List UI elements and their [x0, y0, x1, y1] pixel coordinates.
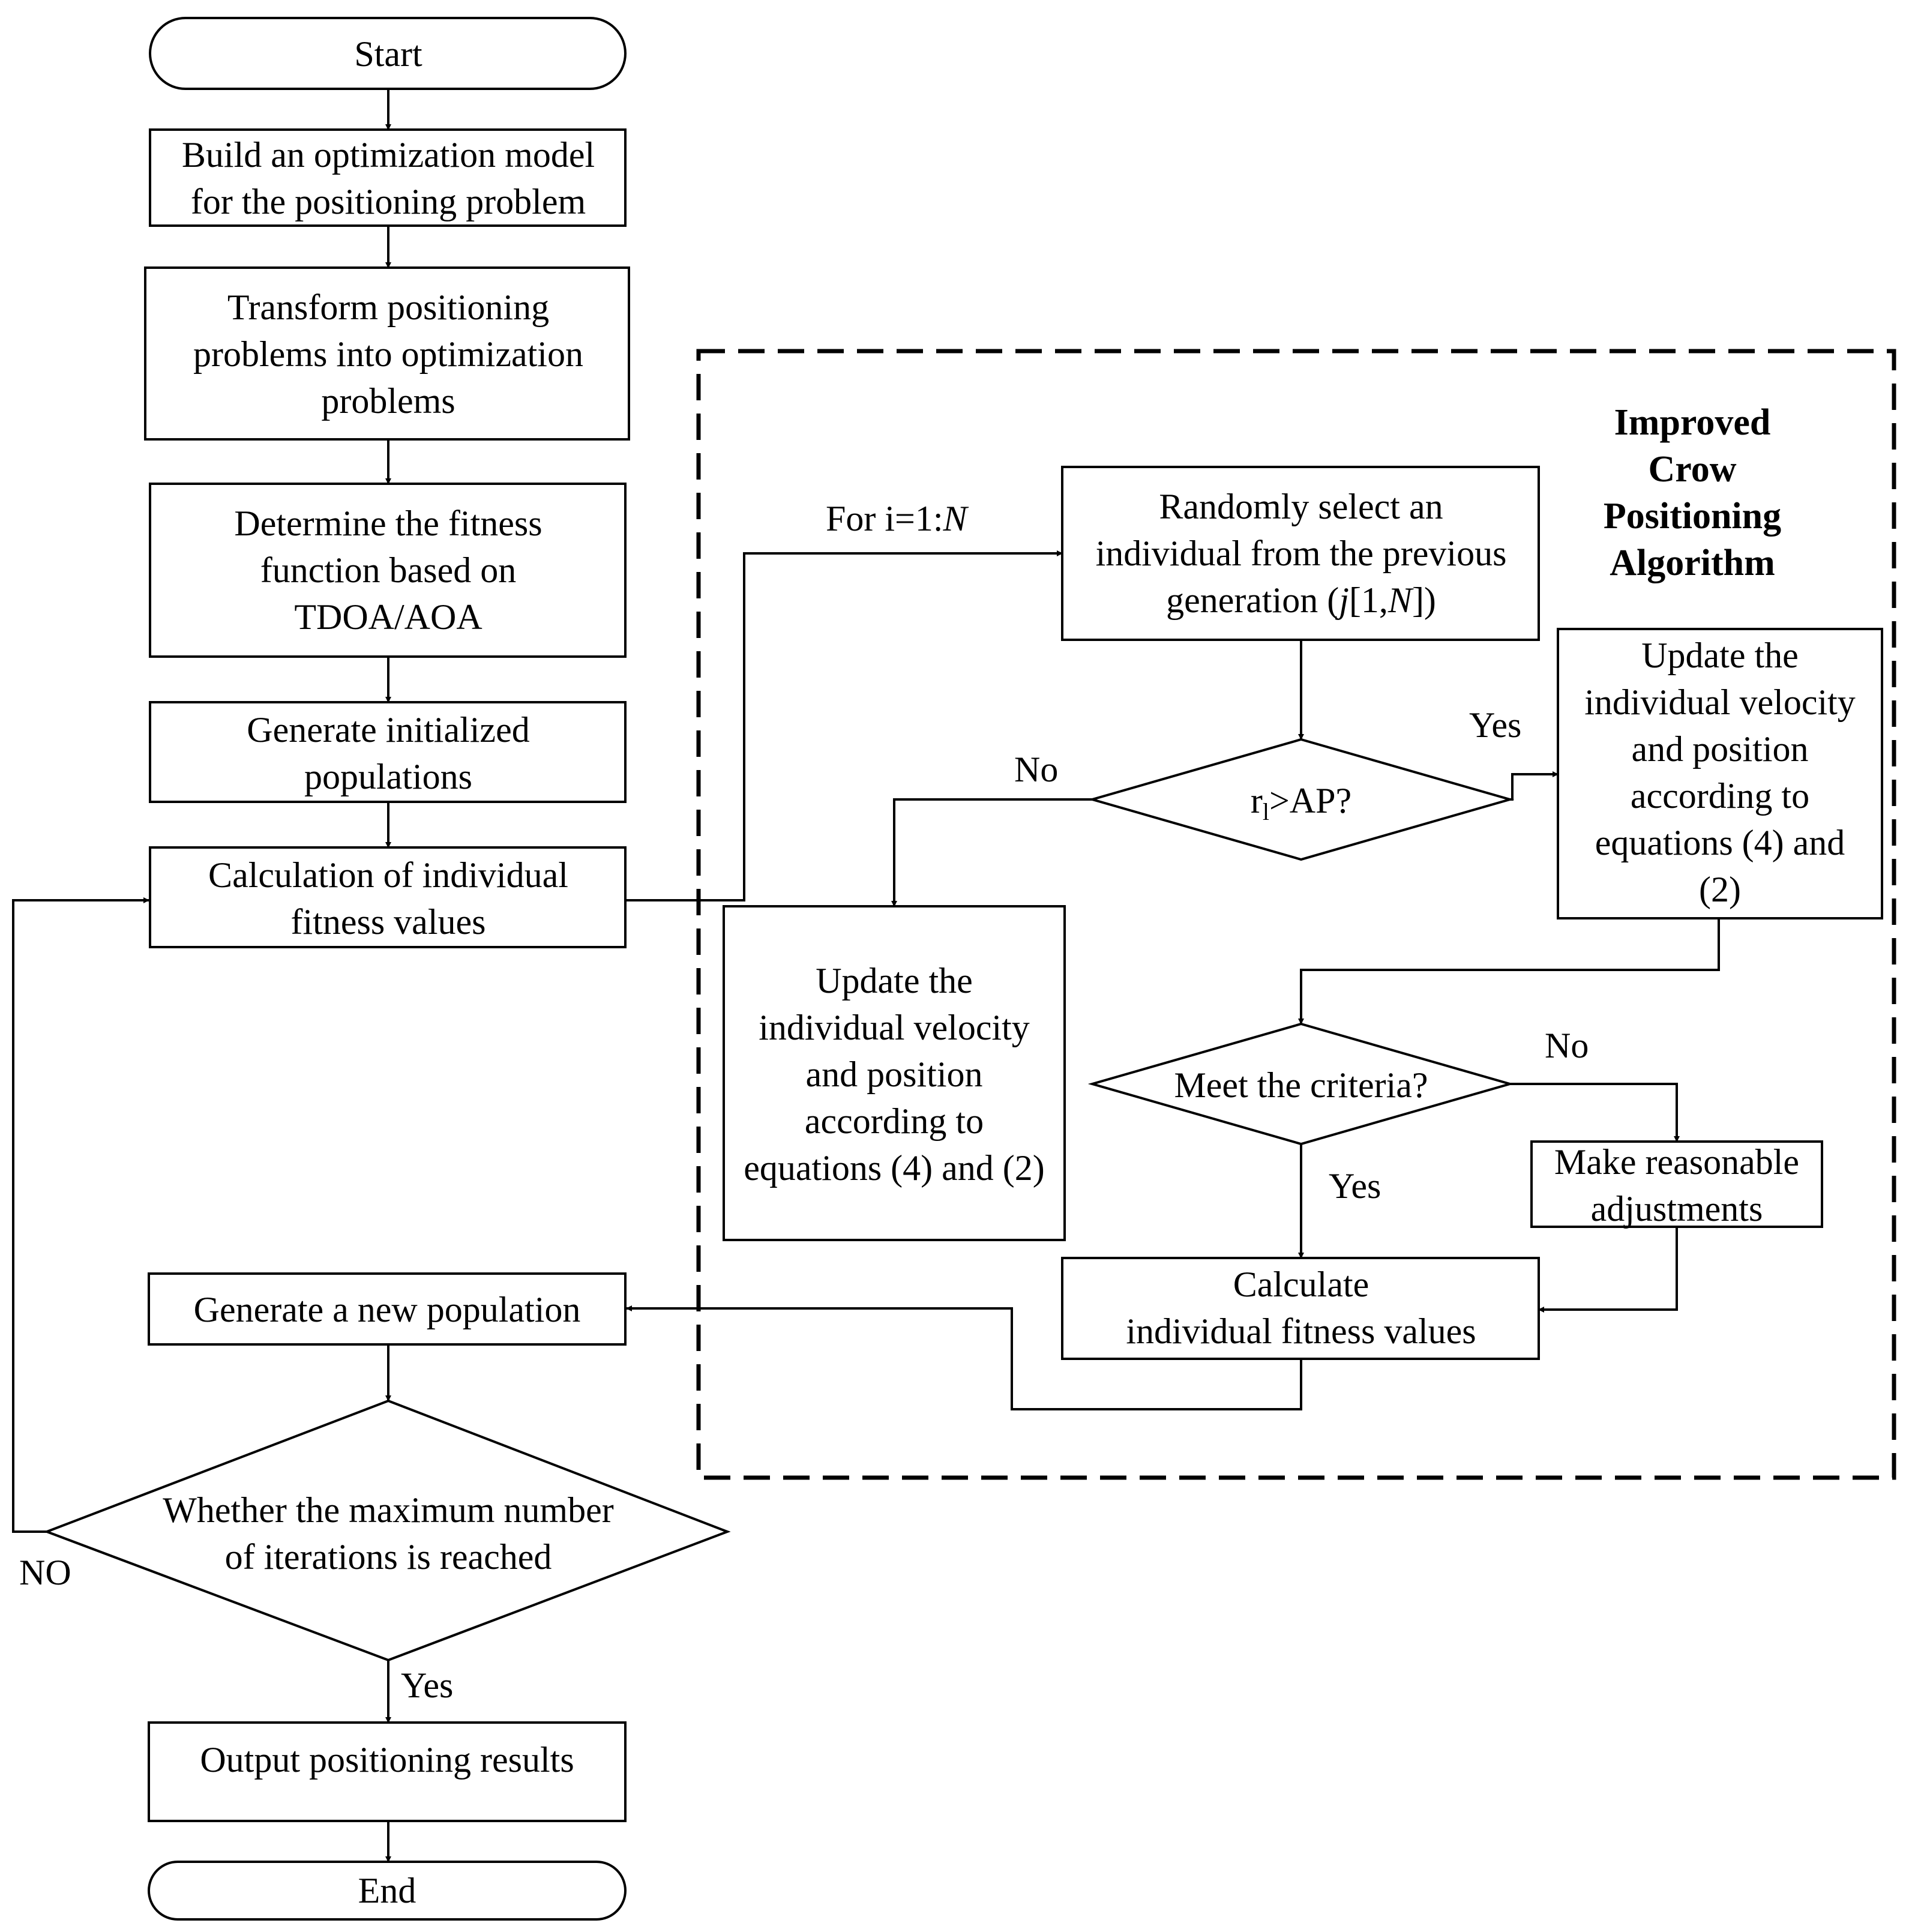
- new-population-box: Generate a new population: [148, 1272, 627, 1346]
- fitness-function-line-3: TDOA/AOA: [294, 597, 482, 637]
- end-node: End: [148, 1861, 627, 1921]
- edge-update-criteria: [1298, 918, 1720, 1025]
- transform-line-1: Transform positioning: [227, 287, 549, 327]
- edge-calc-newpop: [626, 1305, 1302, 1410]
- criteria-no-label: No: [1545, 1026, 1589, 1065]
- update-no-line-1: Update the: [816, 961, 973, 1001]
- update-yes-line-5: equations (4) and: [1595, 823, 1845, 862]
- ap-decision: rl>AP?: [1087, 738, 1515, 861]
- group-title-line-1: Improved: [1614, 402, 1771, 443]
- group-title-line-2: Crow: [1649, 449, 1737, 490]
- random-select-line-2: individual from the previous: [1096, 534, 1507, 573]
- ap-decision-label: rl>AP?: [1251, 781, 1351, 825]
- update-no-line-2: individual velocity: [759, 1008, 1030, 1047]
- transform-box: Transform positioning problems into opti…: [144, 266, 630, 441]
- edge-iter-no: [12, 897, 149, 1533]
- update-no-line-4: according to: [805, 1101, 984, 1141]
- calc-fitness-box: Calculation of individual fitness values: [149, 846, 627, 948]
- calc-fitness-line-1: Calculation of individual: [208, 855, 568, 895]
- update-no-line-5: equations (4) and (2): [744, 1148, 1045, 1188]
- adjust-line-1: Make reasonable: [1554, 1142, 1799, 1182]
- fitness-function-box: Determine the fitness function based on …: [149, 483, 627, 658]
- output-label: Output positioning results: [200, 1740, 574, 1780]
- transform-line-2: problems into optimization: [193, 334, 583, 374]
- edge-calc-select: [625, 550, 1063, 901]
- ap-no-label: No: [1014, 750, 1058, 789]
- edge-adjust-calc: [1538, 1227, 1678, 1313]
- criteria-decision-label: Meet the criteria?: [1174, 1065, 1428, 1105]
- calc-individual-line-1: Calculate: [1233, 1265, 1369, 1304]
- calc-individual-box: Calculate individual fitness values: [1061, 1257, 1540, 1360]
- update-no-box: Update the individual velocity and posit…: [723, 905, 1066, 1241]
- update-yes-line-6: (2): [1699, 870, 1741, 909]
- max-iterations-line-1: Whether the maximum number: [163, 1490, 613, 1530]
- start-node: Start: [149, 17, 627, 90]
- iter-yes-label: Yes: [401, 1666, 453, 1705]
- group-title-line-3: Positioning: [1604, 496, 1781, 537]
- adjust-box: Make reasonable adjustments: [1530, 1140, 1823, 1229]
- edges: [12, 89, 1720, 1862]
- calc-fitness-line-2: fitness values: [291, 902, 486, 942]
- update-yes-line-2: individual velocity: [1584, 682, 1856, 722]
- edge-ap-yes: [1510, 771, 1559, 801]
- max-iterations-line-2: of iterations is reached: [225, 1537, 552, 1577]
- group-title: Improved Crow Positioning Algorithm: [1604, 402, 1781, 583]
- build-model-box: Build an optimization model for the posi…: [149, 128, 627, 227]
- criteria-yes-label: Yes: [1329, 1166, 1381, 1206]
- calc-individual-line-2: individual fitness values: [1126, 1311, 1476, 1351]
- iter-no-label: NO: [19, 1553, 71, 1592]
- update-yes-line-3: and position: [1632, 729, 1809, 769]
- end-label: End: [358, 1871, 416, 1910]
- max-iterations-decision: Whether the maximum number of iterations…: [43, 1399, 731, 1662]
- algorithm-group-boundary: [696, 349, 1896, 1480]
- init-population-line-1: Generate initialized: [247, 710, 529, 750]
- init-population-box: Generate initialized populations: [149, 701, 627, 803]
- ap-yes-label: Yes: [1469, 705, 1521, 745]
- random-select-line-3: generation (j[1,N]): [1166, 580, 1436, 620]
- random-select-line-1: Randomly select an: [1159, 487, 1443, 526]
- adjust-line-2: adjustments: [1591, 1189, 1763, 1229]
- criteria-decision: Meet the criteria?: [1087, 1022, 1515, 1146]
- edge-ap-no: [891, 798, 1092, 907]
- build-model-line-1: Build an optimization model: [182, 135, 595, 175]
- group-title-line-4: Algorithm: [1610, 543, 1775, 583]
- init-population-line-2: populations: [304, 757, 472, 796]
- update-yes-box: Update the individual velocity and posit…: [1557, 628, 1883, 919]
- start-label: Start: [354, 34, 422, 74]
- update-yes-line-4: according to: [1631, 776, 1809, 816]
- transform-line-3: problems: [321, 381, 455, 421]
- loop-label: For i=1:N: [826, 499, 969, 538]
- new-population-label: Generate a new population: [194, 1290, 581, 1329]
- build-model-line-2: for the positioning problem: [191, 182, 586, 221]
- update-no-line-3: and position: [806, 1055, 983, 1094]
- update-yes-line-1: Update the: [1641, 636, 1799, 675]
- output-box: Output positioning results: [148, 1721, 627, 1822]
- edge-criteria-adjust: [1510, 1083, 1680, 1142]
- random-select-box: Randomly select an individual from the p…: [1061, 466, 1540, 641]
- fitness-function-line-1: Determine the fitness: [234, 504, 542, 543]
- fitness-function-line-2: function based on: [260, 550, 517, 590]
